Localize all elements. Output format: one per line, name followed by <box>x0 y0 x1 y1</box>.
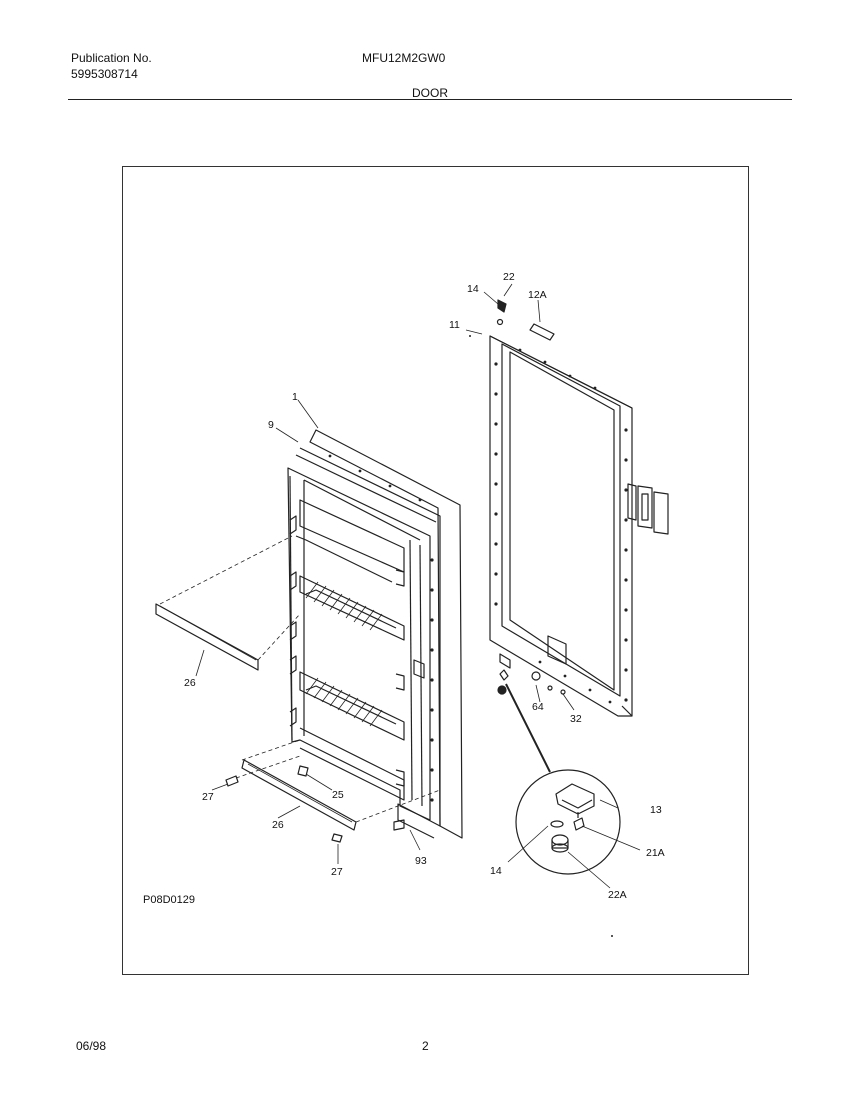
callout-labels: 1 9 11 12A 13 14 14 21A 22 22A 25 26 26 … <box>184 271 665 901</box>
callout-22: 22 <box>503 271 515 283</box>
callout-13: 13 <box>650 804 662 816</box>
callout-14-detail: 14 <box>490 865 502 877</box>
model-number: MFU12M2GW0 <box>362 51 446 65</box>
publication-number: 5995308714 <box>71 67 138 81</box>
door-panel-drawing <box>489 299 669 717</box>
detail-pointer <box>505 683 551 773</box>
diagram-code: P08D0129 <box>143 894 195 906</box>
callout-32: 32 <box>570 713 582 725</box>
callout-9: 9 <box>268 419 274 431</box>
callout-pointers <box>195 283 641 889</box>
trim-bar-lower <box>241 759 357 831</box>
diagram-frame <box>122 166 749 975</box>
callout-26-upper: 26 <box>184 677 196 689</box>
callout-22a: 22A <box>608 889 627 901</box>
hinge-detail-circle <box>515 769 621 875</box>
callout-25: 25 <box>332 789 344 801</box>
callout-1: 1 <box>292 391 298 403</box>
callout-11: 11 <box>449 319 460 331</box>
callout-14-top: 14 <box>467 283 479 295</box>
door-liner-drawing <box>287 429 463 839</box>
leader-lines <box>159 535 441 823</box>
callout-27-bottom: 27 <box>331 866 343 878</box>
callout-27-left: 27 <box>202 791 214 803</box>
callout-93: 93 <box>415 855 427 867</box>
footer-date: 06/98 <box>76 1039 107 1053</box>
callout-26-lower: 26 <box>272 819 284 831</box>
header-rule <box>68 99 792 100</box>
callout-21a: 21A <box>646 847 665 859</box>
section-title: DOOR <box>412 86 448 100</box>
callout-64: 64 <box>532 701 544 713</box>
page-number: 2 <box>422 1039 429 1053</box>
shelf-bar-upper <box>155 603 259 671</box>
screws <box>225 765 405 843</box>
publication-label: Publication No. <box>71 51 152 65</box>
callout-12a: 12A <box>528 289 547 301</box>
